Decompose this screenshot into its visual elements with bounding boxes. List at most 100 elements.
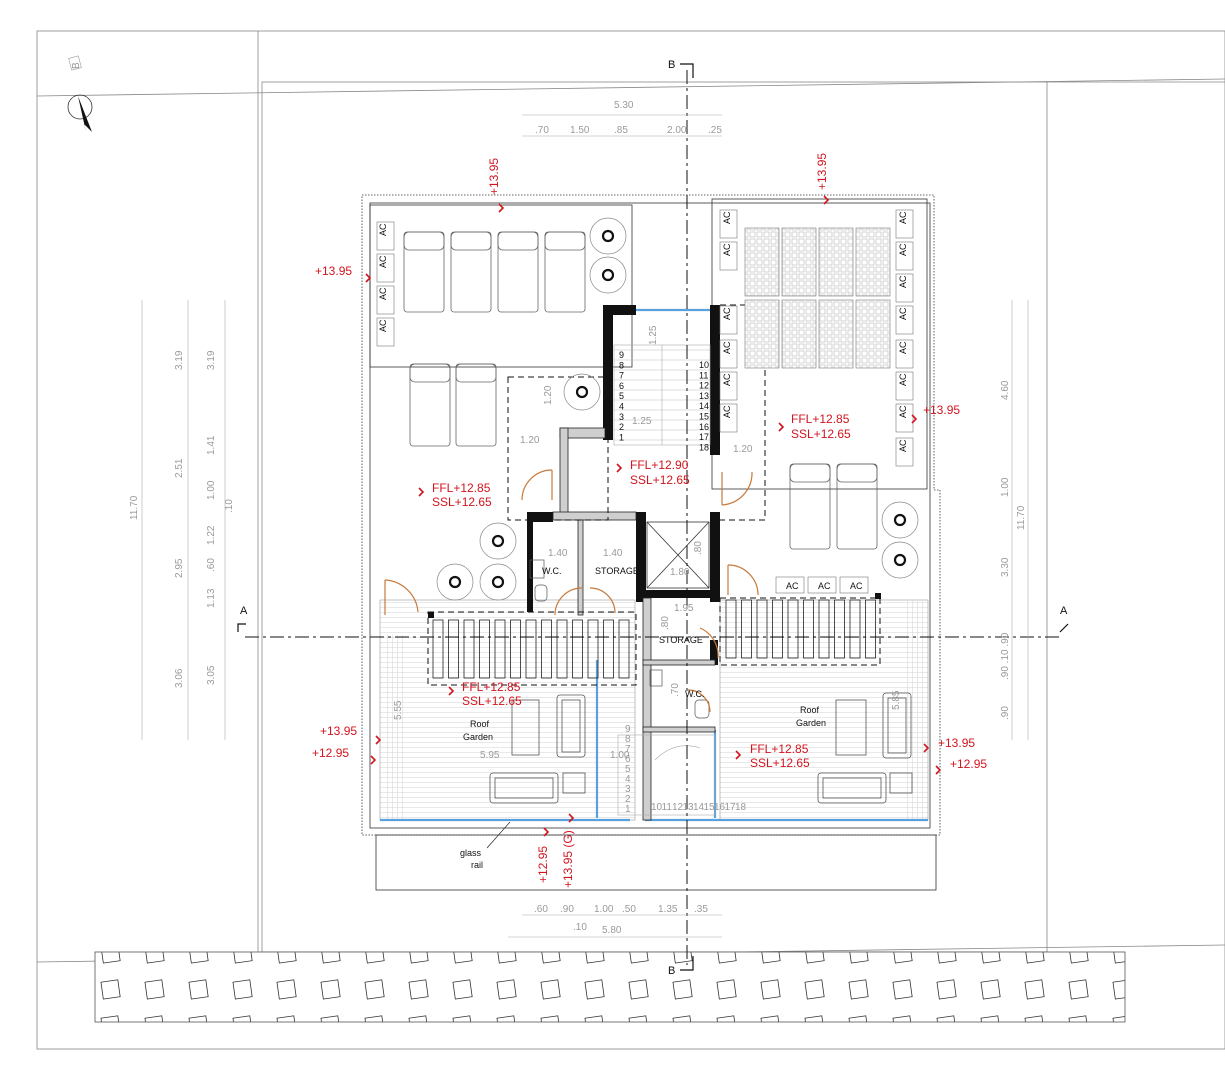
- ac-box: [376, 317, 395, 347]
- ac-box: [376, 221, 395, 251]
- stair-step-number: 7: [625, 744, 631, 755]
- stair-lower: [617, 734, 716, 816]
- stair-step-number: 9: [619, 350, 624, 360]
- stair-step-number: 18: [735, 802, 747, 813]
- svg-text:.70: .70: [670, 683, 681, 697]
- svg-text:+13.95: +13.95: [923, 403, 960, 417]
- stair-step-number: 2: [619, 422, 624, 432]
- pergola-slat: [448, 619, 459, 679]
- storage-label-1: STORAGE: [595, 566, 639, 576]
- ac-box: [775, 576, 805, 594]
- ac-box: [895, 305, 914, 335]
- pot-inner: [893, 513, 907, 527]
- pot-outer: [563, 373, 601, 411]
- pergola-post: [875, 593, 881, 599]
- dim-left-total: 11.70: [129, 495, 140, 520]
- pot-outer: [589, 217, 627, 255]
- pot-inner: [893, 553, 907, 567]
- svg-text:SSL+12.65: SSL+12.65: [432, 495, 492, 509]
- ac-unit: AC: [898, 211, 908, 224]
- pergola-slat: [510, 619, 521, 679]
- dim-bottom-part: .90: [560, 904, 574, 915]
- level-symbol-icon: [365, 273, 372, 283]
- dim-top-part: .25: [708, 125, 722, 136]
- solar-panel: [855, 299, 891, 369]
- dim-top-part: 2.00: [667, 125, 687, 136]
- sun-loungers: [403, 231, 878, 550]
- pergola-slat: [865, 599, 876, 659]
- ac-box: [719, 339, 738, 369]
- pot-outer: [436, 563, 474, 601]
- pergola-slat: [772, 599, 783, 659]
- stair-step-number: 8: [619, 360, 624, 370]
- lounger: [789, 463, 831, 550]
- stair-step-number: 3: [625, 784, 631, 795]
- dim-top-part: .85: [614, 125, 628, 136]
- pot-inner: [601, 229, 615, 243]
- stair-step-number: 15: [699, 412, 709, 422]
- glass-rail-leader: [486, 821, 511, 849]
- pot-inner: [601, 268, 615, 282]
- pot-outer: [881, 501, 919, 539]
- stair-step-number: 14: [693, 802, 705, 813]
- stair-step-number: 10: [699, 360, 709, 370]
- svg-text:FFL+12.85: FFL+12.85: [462, 680, 521, 694]
- pergola-slat: [756, 599, 768, 659]
- dim-left-inner-part: 1.13: [206, 588, 217, 608]
- dim-right-2: 1.00: [1000, 477, 1011, 497]
- dim-left-inner-part: 3.05: [206, 665, 217, 685]
- stair-step-number: 3: [619, 412, 624, 422]
- garden-furniture: [489, 692, 913, 804]
- pergola-slat: [849, 599, 861, 659]
- section-lines: [245, 70, 1060, 965]
- dim-right-1: 4.60: [1000, 380, 1011, 400]
- stair-step-number: 13: [683, 802, 695, 813]
- lounger-head: [455, 363, 497, 383]
- ac-unit: AC: [850, 581, 863, 591]
- dim-top-part: 1.50: [570, 125, 590, 136]
- dim-left-outer-part: 2.95: [174, 558, 185, 578]
- lounger-head: [450, 231, 492, 251]
- dim-bottom-small: .10: [573, 922, 587, 933]
- core-partitions: [552, 427, 716, 821]
- dim-bottom-part: 1.00: [594, 904, 614, 915]
- svg-text:5.55: 5.55: [393, 700, 404, 720]
- svg-text:SSL+12.65: SSL+12.65: [462, 694, 522, 708]
- solar-panels: [744, 227, 891, 369]
- pergola-slat: [834, 599, 845, 659]
- pergola-slat: [556, 619, 568, 679]
- dim-left-outer-part: 3.06: [174, 668, 185, 688]
- level-labels: +13.95 +13.95 +13.95 +13.95 +13.95 +12.9…: [312, 153, 987, 888]
- rail-label: rail: [471, 860, 483, 870]
- lounger-head: [497, 231, 539, 251]
- dim-left-outer-part: 2.51: [174, 458, 185, 478]
- pergola-slats: [428, 593, 881, 679]
- ac-unit: AC: [786, 581, 799, 591]
- dim-bottom-part: .50: [622, 904, 636, 915]
- stair-step-number: 4: [619, 402, 624, 412]
- pergola-slat: [818, 599, 830, 659]
- north-letter: B: [71, 62, 82, 69]
- ac-box: [376, 285, 395, 315]
- solar-panel: [781, 227, 817, 297]
- lounger: [544, 231, 586, 313]
- ac-box: [895, 241, 914, 271]
- stair-step-number: 15: [704, 802, 716, 813]
- doors: [384, 469, 759, 713]
- ac-unit: AC: [898, 275, 908, 288]
- svg-text:1.40: 1.40: [548, 548, 568, 559]
- lounger-head: [544, 231, 586, 251]
- ac-unit: AC: [898, 439, 908, 452]
- pot-inner: [491, 575, 505, 589]
- level-symbol-icon: [923, 743, 930, 753]
- stair-step-number: 10: [651, 802, 663, 813]
- svg-text:5.85: 5.85: [891, 690, 902, 710]
- solar-panel: [744, 227, 780, 297]
- pergola-slat: [803, 599, 814, 659]
- level-symbol-icon: [778, 422, 785, 432]
- ac-box: [895, 273, 914, 303]
- pergola-slat: [541, 619, 552, 679]
